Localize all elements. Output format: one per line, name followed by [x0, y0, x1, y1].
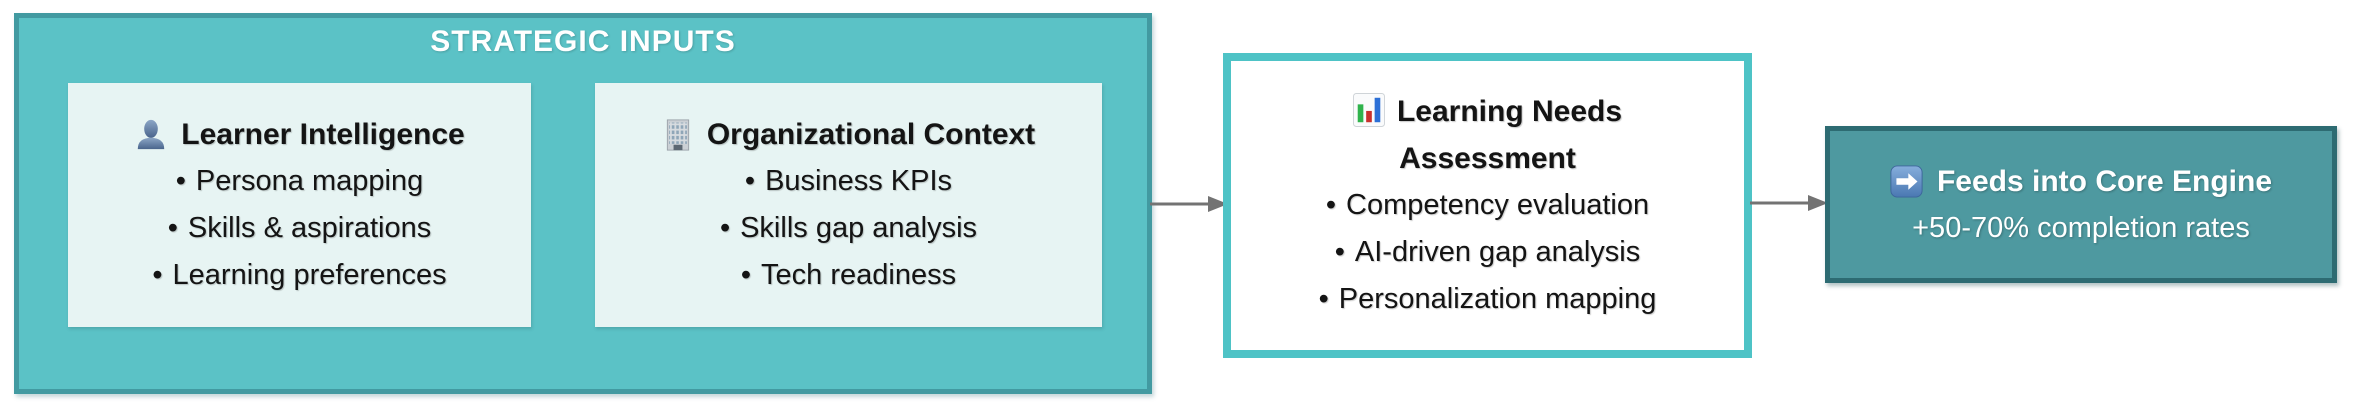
bullet-marker: •	[719, 212, 731, 244]
connector-arrow-2	[1750, 195, 1828, 211]
bullet-text: Business KPIs	[765, 165, 953, 197]
assessment-bullet-3: • Personalization mapping	[1319, 276, 1657, 323]
bullet-marker: •	[744, 165, 756, 197]
assessment-bullet-1: • Competency evaluation	[1326, 182, 1649, 229]
bullet-marker: •	[740, 259, 752, 291]
person-icon	[134, 118, 168, 152]
bullet-marker: •	[1325, 189, 1337, 221]
bullet-text: Learning preferences	[172, 259, 447, 291]
bullet-text: Competency evaluation	[1346, 189, 1650, 221]
bar-chart-icon	[1352, 93, 1385, 127]
bullet-marker: •	[167, 212, 178, 244]
bullet-marker: •	[175, 165, 186, 197]
organizational-context-title-row: Organizational Context	[662, 111, 1035, 158]
org-bullet-2: • Skills gap analysis	[720, 205, 977, 252]
org-bullet-1: • Business KPIs	[745, 158, 952, 205]
bullet-marker: •	[1318, 283, 1329, 315]
assessment-title: Learning Needs Assessment	[1313, 88, 1663, 182]
core-engine-box: Feeds into Core Engine +50-70% completio…	[1825, 126, 2337, 283]
core-engine-title-row: Feeds into Core Engine	[1890, 158, 2272, 205]
right-arrow-icon	[1890, 164, 1923, 198]
core-engine-title: Feeds into Core Engine	[1936, 164, 2273, 198]
organizational-context-title: Organizational Context	[706, 118, 1036, 151]
bullet-marker: •	[152, 259, 163, 291]
learner-intelligence-card: Learner Intelligence • Persona mapping •…	[68, 83, 531, 327]
learner-bullet-1: • Persona mapping	[176, 158, 423, 205]
connector-arrow-1	[1150, 196, 1228, 212]
learner-bullet-2: • Skills & aspirations	[168, 205, 432, 252]
bullet-text: Skills & aspirations	[187, 212, 432, 244]
bullet-text: Persona mapping	[195, 165, 424, 197]
org-bullet-3: • Tech readiness	[741, 252, 956, 299]
learning-needs-assessment-box: Learning Needs Assessment • Competency e…	[1223, 53, 1752, 358]
bullet-text: AI-driven gap analysis	[1354, 236, 1641, 268]
learner-intelligence-title: Learner Intelligence	[181, 118, 465, 151]
strategic-inputs-title: STRATEGIC INPUTS	[430, 25, 736, 58]
strategic-inputs-group: STRATEGIC INPUTS Learner Intelligen	[14, 13, 1152, 394]
assessment-title-text: Learning Needs Assessment	[1396, 95, 1623, 175]
bullet-text: Skills gap analysis	[740, 212, 978, 244]
bullet-text: Personalization mapping	[1338, 283, 1657, 315]
building-icon	[662, 118, 694, 151]
organizational-context-card: Organizational Context • Business KPIs •…	[595, 83, 1102, 327]
assessment-bullet-2: • AI-driven gap analysis	[1335, 229, 1640, 276]
learner-bullet-3: • Learning preferences	[152, 252, 446, 299]
learner-intelligence-title-row: Learner Intelligence	[134, 111, 465, 158]
bullet-marker: •	[1334, 236, 1345, 268]
core-engine-subtitle: +50-70% completion rates	[1912, 211, 2250, 244]
bullet-text: Tech readiness	[761, 259, 957, 291]
